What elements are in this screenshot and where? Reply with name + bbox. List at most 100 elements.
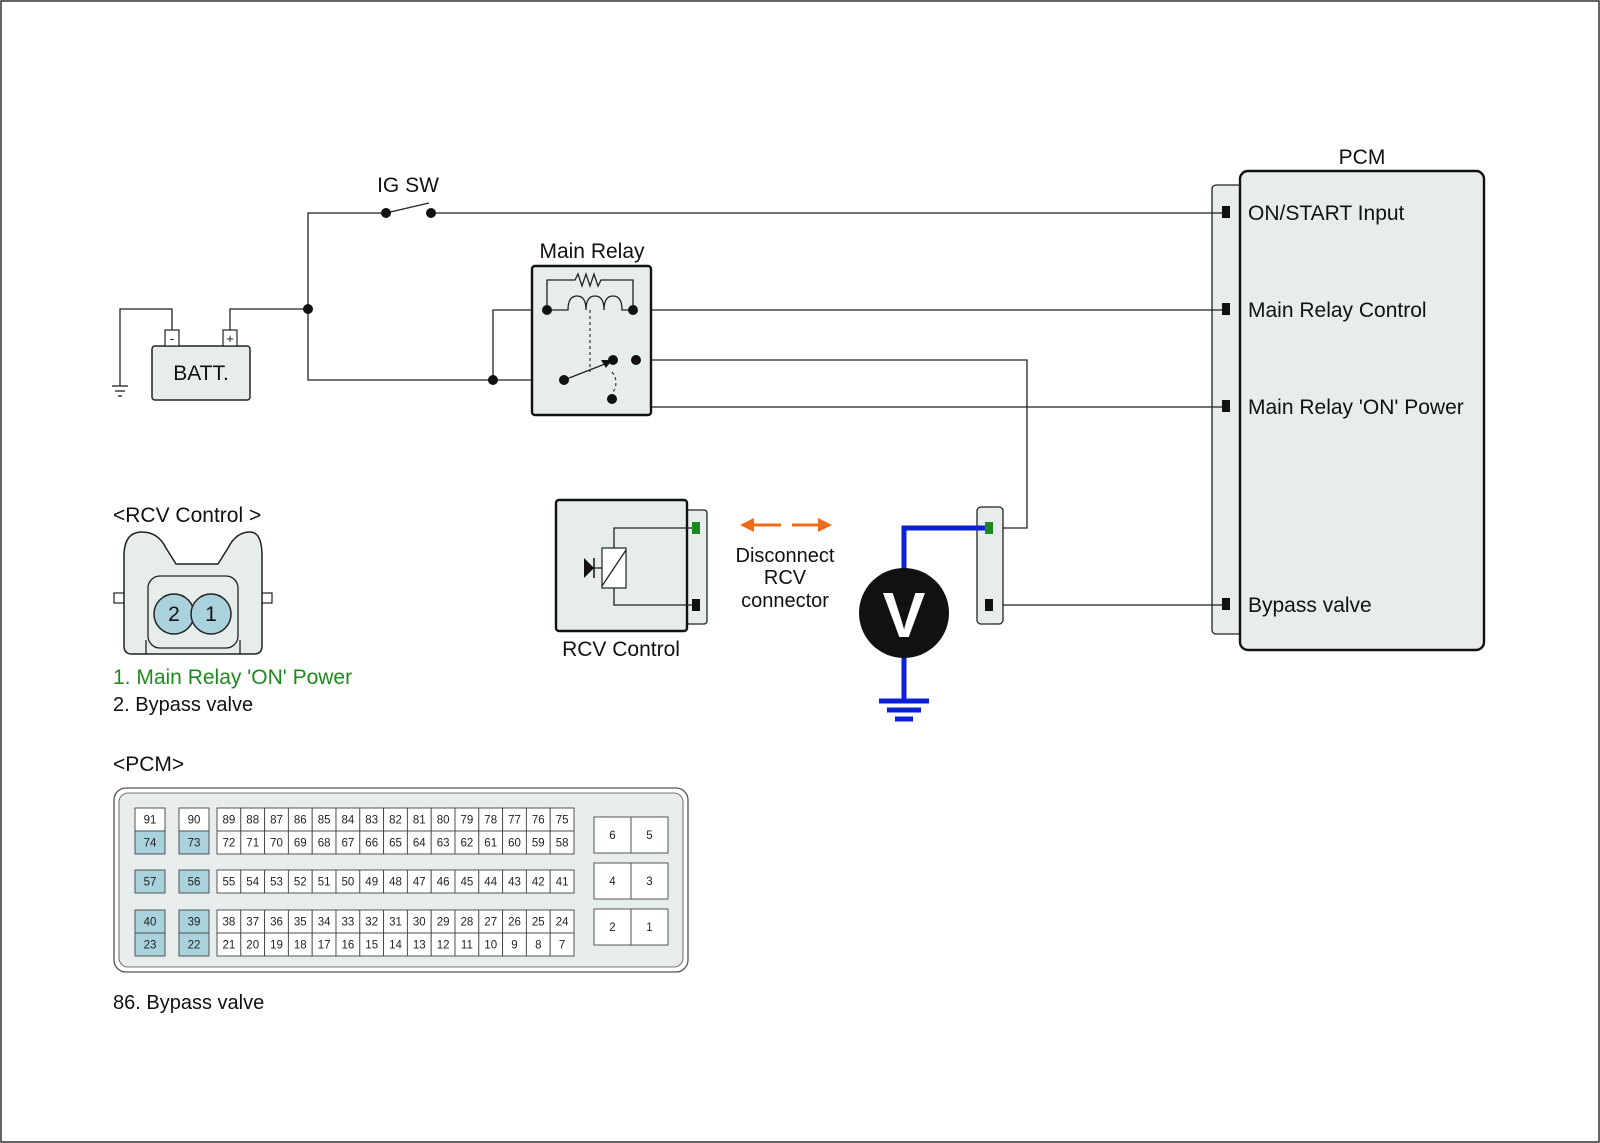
pcm-pin-label: 54 [246,877,259,889]
pcm-pin-label: 21 [223,940,236,952]
pcm-pin-label: 16 [342,940,355,952]
disconnect-indicator: Disconnect RCV connector [736,518,835,612]
pcm-pin-label: 8 [535,940,541,952]
pcm-pin-label: 56 [188,877,201,889]
pcm-pin-label: 26 [508,917,521,929]
pcm-pin-label: 84 [342,815,355,827]
ig-switch-feed-wire [307,212,386,309]
pcm-pin-cell [593,816,632,854]
pcm-pin-label: 44 [484,877,497,889]
pcm-pin-label: 76 [532,815,545,827]
pcm-pin-cell [549,932,575,957]
pcm-pin-label: 65 [389,838,402,850]
rcv-internal-wire-bottom [613,588,694,606]
pcm-pin-label: 24 [556,917,569,929]
harness-connector [976,506,1004,625]
voltmeter-symbol: V [883,579,926,651]
pcm-pin-label: 67 [342,838,355,850]
relay-node [631,355,641,365]
pcm-terminal-pin [1222,400,1230,412]
pcm-pin-label: 58 [556,838,569,850]
rcv-pin-1 [190,593,232,635]
relay-coil-icon [547,295,633,311]
pcm-pin-label: 4 [609,876,616,888]
pcm-pin-cell [134,869,166,894]
pcm-pin-label: 75 [556,815,569,827]
pcm-pin-label: 52 [294,877,307,889]
pcm-pin-label: 28 [461,917,474,929]
pcm-box [1238,169,1486,652]
pcm-pin-label: 74 [144,838,157,850]
junction-dot [488,375,498,385]
pcm-terminal-bypass-valve: Bypass valve [1248,594,1372,617]
arrow-right-icon [818,518,832,532]
pcm-pin-label: 45 [461,877,474,889]
pcm-terminal-pin [1222,598,1230,610]
switch-blade [385,202,430,214]
pcm-pin-label: 86 [294,815,307,827]
pcm-pin-label: 36 [270,917,283,929]
pcm-pin-label: 33 [342,917,355,929]
arrow-left-icon [740,518,754,532]
pcm-pin-label: 35 [294,917,307,929]
pcm-pin-cell [593,862,632,900]
rcv-pin-legend-2: 2. Bypass valve [113,694,253,716]
pcm-terminal-main-relay-control: Main Relay Control [1248,299,1427,322]
battery-label: BATT. [173,362,229,385]
rcv-terminal-pin [692,599,700,611]
harness-connector-body [976,506,1004,625]
pcm-pin-label: 55 [223,877,236,889]
pcm-pin-label: 22 [188,940,201,952]
battery-negative-wire [119,308,173,386]
main-relay: Main Relay [530,240,653,417]
pcm-pin-label: 82 [389,815,402,827]
rcv-pin-legend-1: 1. Main Relay 'ON' Power [113,666,352,689]
pcm-pin-label: 60 [508,838,521,850]
disconnect-label-line1: Disconnect [736,545,835,567]
pcm-pin-label: 41 [556,877,569,889]
pcm-pin-legend: 86. Bypass valve [113,992,264,1014]
rcv-internal-wire-top [613,527,694,548]
relay-node [542,305,552,315]
pcm-pin-label: 15 [365,940,378,952]
relay-switch-blade [563,361,611,381]
pcm-pin-label: 50 [342,877,355,889]
pcm-pin-cell [630,908,669,946]
pcm-pin-label: 79 [461,815,474,827]
pcm-pin-label: 80 [437,815,450,827]
pcm-pin-cell [178,932,210,957]
pcm-pin-label: 19 [270,940,283,952]
ground-icon [112,385,128,397]
pcm-pin-label: 40 [144,917,157,929]
pcm-pin-label: 43 [508,877,521,889]
pcm-pin-label: 31 [389,917,402,929]
voltmeter-icon [859,568,949,658]
pcm-pin-label: 88 [246,815,259,827]
pcm-pin-label: 7 [559,940,565,952]
pcm-pin-label: 90 [188,815,201,827]
pcm-pin-label: 20 [246,940,259,952]
harness-terminal-pin [985,522,993,534]
pcm-pin-cell [134,830,166,855]
rcv-connector-title: <RCV Control > [113,504,261,527]
main-relay-label: Main Relay [539,240,645,263]
pcm-pin-cell [549,830,575,855]
pcm-pin-label: 30 [413,917,426,929]
pcm-pin-label: 18 [294,940,307,952]
pcm-pin-label: 23 [144,940,157,952]
battery-positive-wire [229,308,308,330]
pcm-pin-label: 3 [646,876,652,888]
ignition-switch: IG SW [377,174,439,218]
switch-contact [381,208,391,218]
relay-nc-contact [611,371,617,395]
rcv-pin-1-label: 1 [205,603,217,626]
relay-coil-feed-wire [492,309,547,380]
pcm-pin-label: 48 [389,877,402,889]
battery: - + BATT. [112,329,251,401]
pcm-pin-label: 42 [532,877,545,889]
pcm-pin-label: 71 [246,838,259,850]
pcm-pin-label: 38 [223,917,236,929]
pcm-pin-label: 81 [413,815,426,827]
